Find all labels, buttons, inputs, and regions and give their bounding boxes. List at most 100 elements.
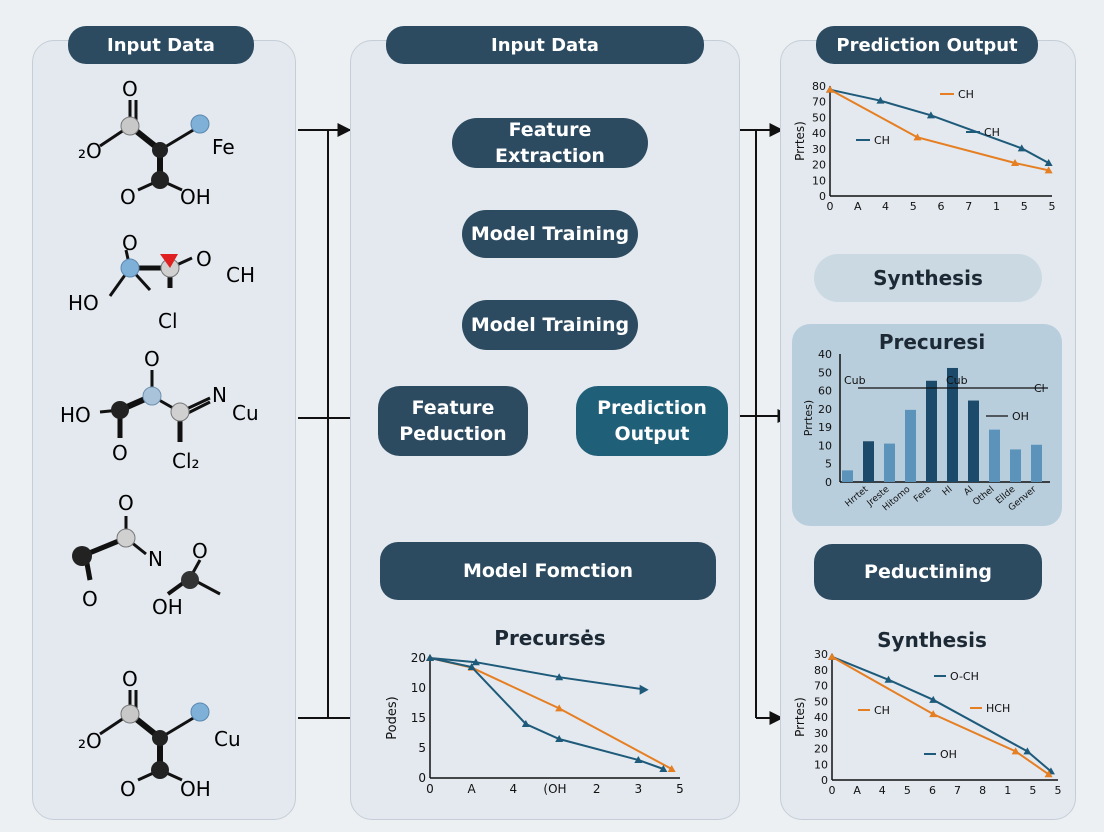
left-panel [32,40,296,820]
feature-reduction-box[interactable]: Feature Peduction [378,386,528,456]
mol3-label-3: HO [60,403,91,427]
y-tick-label: 50 [818,366,832,379]
mol1-label-4: OH [180,185,211,208]
mol4-label-1: N [148,547,163,571]
model-formation-box[interactable]: Model Fomction [380,542,716,600]
data-point [826,85,834,93]
mol4-label-2: O [192,539,208,563]
y-tick-label: 15 [411,711,426,725]
x-tick-label: 0 [827,200,834,213]
y-tick-label: 80 [814,664,828,677]
y-tick-label: 40 [812,127,826,140]
center-panel-title: Input Data [386,26,704,64]
bar [884,443,895,482]
series-line [429,657,664,770]
synthesis-box-1[interactable]: Synthesis [814,254,1042,302]
wire-right-bus [740,129,757,718]
legend-label: O-CH [950,670,979,683]
synthesis-title-2: Synthesis [877,628,987,652]
data-point [555,704,564,712]
y-axis-label: Podes) [385,696,400,739]
x-tick-label: Hrrtet [844,484,871,509]
mol1-label-0: O [122,78,138,101]
legend-label: OH [1012,410,1029,423]
x-tick-label: 6 [938,200,945,213]
feature-reduction-line-2: Peduction [399,423,507,445]
mol4-label-0: O [118,491,134,515]
mol5-label-4: OH [180,777,211,801]
x-tick-label: 0 [829,784,836,797]
x-tick-label: 5 [676,782,684,796]
y-tick-label: 50 [814,695,828,708]
mol3-label-0: O [144,347,160,371]
molecule-1: O ₂O Fe O OH [78,78,235,208]
x-tick-label: 8 [979,784,986,797]
data-point [926,111,935,119]
y-tick-label: 10 [411,681,426,695]
prediction-output-box[interactable]: Prediction Output [576,386,728,456]
y-tick-label: 0 [821,774,828,787]
data-point [876,96,885,104]
data-point [639,684,649,695]
y-tick-label: 19 [818,421,832,434]
x-tick-label: 3 [635,782,643,796]
mol2-label-2: CH [226,263,255,287]
wire-left-bus [298,129,329,719]
mol3-label-2: Cu [232,401,259,425]
data-point [884,675,893,683]
x-tick-label: 7 [965,200,972,213]
x-tick-label: 5 [1055,784,1062,797]
x-tick-label: 4 [510,782,518,796]
y-tick-label: 40 [818,348,832,361]
x-tick-label: 5 [1021,200,1028,213]
data-point [1044,770,1053,778]
legend-label: CH [958,88,974,101]
data-point [471,658,480,666]
bar [905,409,916,482]
y-tick-label: 30 [814,648,828,661]
data-point [634,756,643,763]
y-tick-label: 30 [812,143,826,156]
x-tick-label: (OH [543,782,566,796]
x-tick-label: A [854,200,862,213]
series-line [829,88,1050,164]
bar [989,429,1000,482]
feature-extraction-box[interactable]: Feature Extraction [452,118,648,168]
mol5-label-3: O [120,777,136,801]
x-tick-label: 6 [929,784,936,797]
x-tick-label: Hl [941,485,955,499]
model-training-box-2[interactable]: Model Training [462,300,638,350]
bar [842,470,853,482]
data-point [828,652,836,660]
prediction-output-line-2: Output [614,423,690,445]
right-panel-title: Prediction Output [816,26,1038,64]
y-tick-label: 70 [814,680,828,693]
x-tick-label: 1 [1004,784,1011,797]
bar [968,400,979,482]
mol2-label-0: O [122,231,138,255]
series-line [429,657,647,691]
mol5-label-1: ₂O [78,729,102,753]
center-chart-title: Precursės [494,626,606,650]
molecule-3: O N Cu HO O Cl₂ [60,347,259,473]
legend-label: OH [940,748,957,761]
legend-label: CH [874,134,890,147]
y-tick-label: 20 [818,403,832,416]
peductining-box[interactable]: Peductining [814,544,1042,600]
x-tick-label: 4 [882,200,889,213]
y-tick-label: 20 [814,743,828,756]
x-tick-label: 0 [426,782,434,796]
x-tick-label: 5 [1029,784,1036,797]
mol2-label-1: O [196,247,212,271]
y-tick-label: 70 [812,96,826,109]
y-axis-label: Prrtes) [802,400,815,436]
mol1-label-1: ₂O [78,139,102,163]
mol2-label-4: Cl [158,309,178,333]
model-training-box-1[interactable]: Model Training [462,210,638,258]
mol4-label-4: OH [152,595,183,618]
y-tick-label: 30 [814,727,828,740]
series-line [831,655,1050,776]
